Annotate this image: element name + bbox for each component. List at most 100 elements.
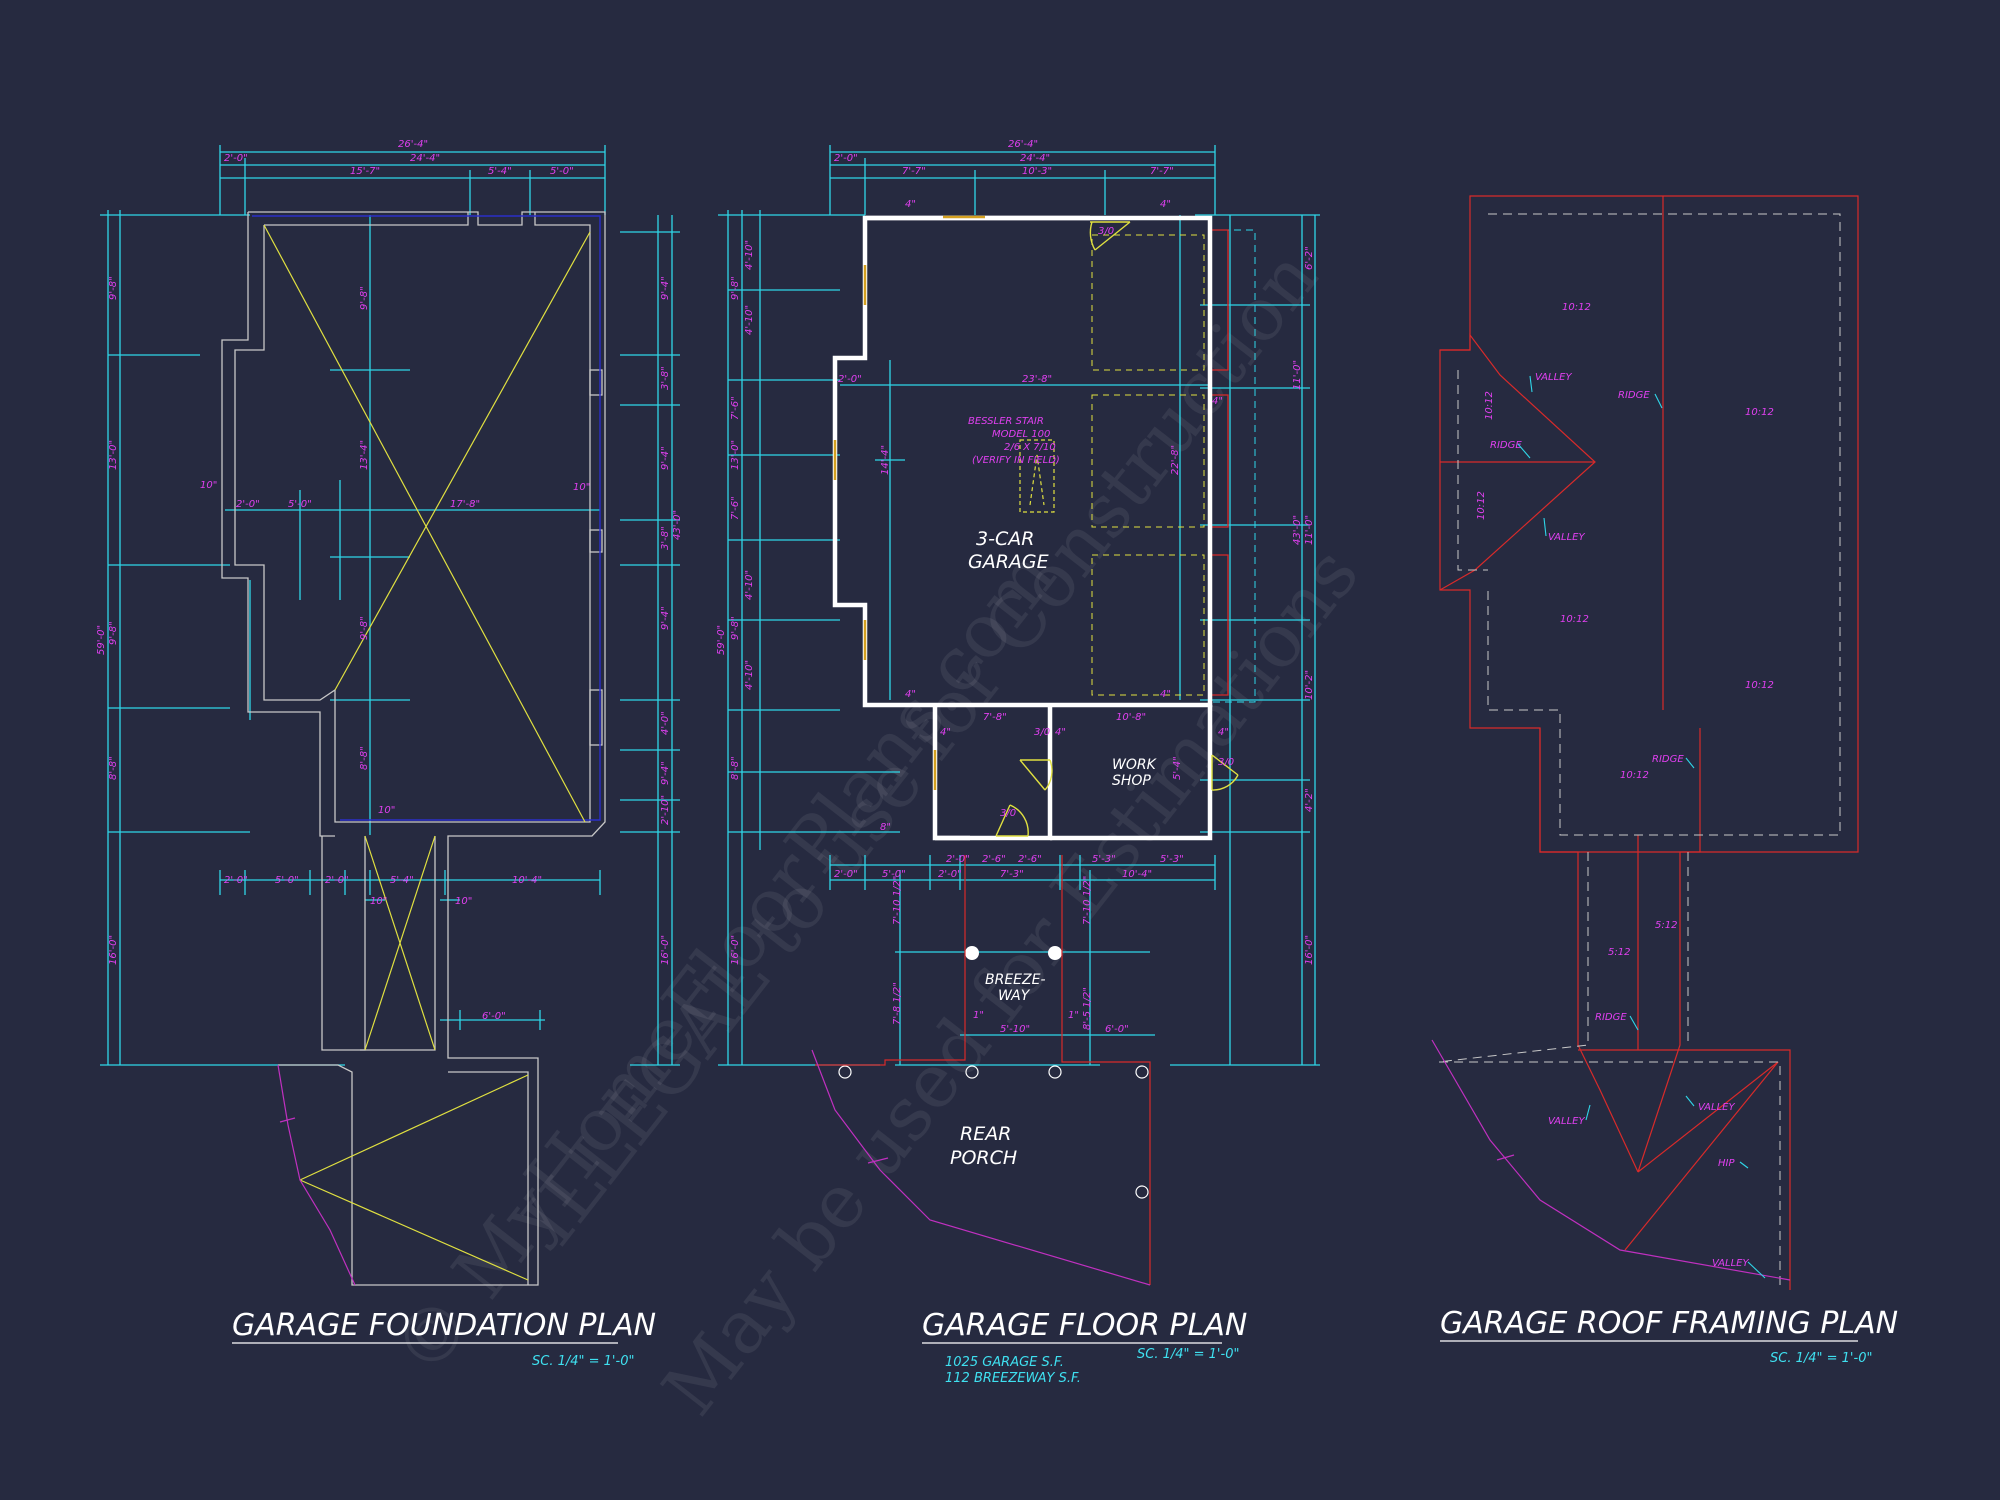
roof-plan-title: GARAGE ROOF FRAMING PLAN	[1440, 1306, 1898, 1341]
room-label-garage: GARAGE	[968, 551, 1049, 573]
stair-note: BESSLER STAIR MODEL 100 2/6 X 7/10 (VERI…	[968, 416, 1060, 466]
valley-label: VALLEY	[1548, 532, 1585, 543]
dim-label: 4"	[1218, 727, 1229, 738]
dim-label: 9'-8"	[730, 616, 741, 640]
roof-plan-scale: SC. 1/4" = 1'-0"	[1770, 1351, 1872, 1366]
roof-pitch-label: 5:12	[1608, 947, 1630, 958]
door-label: 3/0	[1098, 226, 1114, 237]
door-swings	[995, 221, 1239, 837]
dim-label: 10"	[200, 480, 217, 491]
roof-pitch-label: 10:12	[1562, 302, 1591, 313]
dim-label: 10'-4"	[1122, 869, 1152, 880]
dim-label: 2'-0"	[946, 854, 970, 865]
dim-label: 10"	[573, 482, 590, 493]
column	[1135, 1065, 1149, 1079]
dim-label: 23'-8"	[1022, 374, 1052, 385]
dim-label: 4'-10"	[744, 305, 755, 335]
dim-label: 59'-0"	[96, 625, 107, 655]
dim-label: 10'-2"	[1304, 670, 1315, 700]
floor-dimension-labels: 26'-4" 24'-4" 2'-0" 7'-7" 10'-3" 7'-7" 2…	[716, 139, 1315, 1035]
door-label: 3/0	[1218, 757, 1234, 768]
dim-label: 7'-10 1/2"	[892, 876, 903, 925]
dim-label: 5'-3"	[1160, 854, 1184, 865]
dim-label: 4'-10"	[744, 660, 755, 690]
dim-label: 26'-4"	[1008, 139, 1038, 150]
dim-label: 7'-7"	[1150, 166, 1174, 177]
dim-label: 7'-8 1/2"	[892, 982, 903, 1025]
dim-label: 22'-8"	[1170, 445, 1181, 475]
dim-label: 4"	[1160, 199, 1171, 210]
stair-note-line: 2/6 X 7/10	[1004, 442, 1056, 453]
foundation-dimension-lines	[100, 145, 680, 1066]
door-label: 3/0	[1034, 727, 1050, 738]
dim-label: 9'-4"	[660, 446, 671, 470]
dim-label: 8'-8"	[730, 756, 741, 780]
dim-label: 13'-0"	[730, 440, 741, 470]
room-label-workshop: WORK	[1112, 757, 1158, 773]
floor-dimension-lines	[718, 145, 1320, 1066]
dim-label: 10'-4"	[512, 875, 542, 886]
columns	[838, 946, 1149, 1199]
dim-label: 2'-0"	[224, 875, 248, 886]
dim-label: 4'-10"	[744, 240, 755, 270]
dim-label: 11'-0"	[1292, 360, 1303, 390]
dim-label: 7'-7"	[902, 166, 926, 177]
column	[1135, 1185, 1149, 1199]
hip-label: HIP	[1718, 1158, 1735, 1169]
foundation-walls	[221, 211, 606, 1286]
dim-label: 4'-2"	[1304, 788, 1315, 812]
roof-labels: 10:12 10:12 10:12 10:12 10:12 10:12 10:1…	[1476, 302, 1774, 1269]
dim-label: 14'-4"	[880, 445, 891, 475]
room-label-rear-porch: REAR	[960, 1123, 1011, 1145]
dim-label: 2'-0"	[236, 499, 260, 510]
dim-label: 9'-8"	[730, 276, 741, 300]
dim-label: 5'-0"	[882, 869, 906, 880]
dim-label: 16'-0"	[1304, 935, 1315, 965]
dim-label: 16'-0"	[730, 935, 741, 965]
door-label: 3/0	[1000, 808, 1016, 819]
floor-plan-scale: SC. 1/4" = 1'-0"	[1137, 1347, 1239, 1362]
roof-dashed-walls	[1437, 213, 1841, 1290]
dim-label: 8'-5 1/2"	[1082, 987, 1093, 1030]
floor-dashed-edge	[1210, 229, 1256, 703]
dim-label: 2'-10"	[660, 795, 671, 825]
dim-label: 2'-6"	[1018, 854, 1042, 865]
room-label-workshop: SHOP	[1112, 773, 1151, 789]
column	[1048, 1065, 1062, 1079]
dim-label: 2'-0"	[224, 153, 248, 164]
foundation-diagonals	[263, 224, 591, 1281]
dim-label: 4"	[940, 727, 951, 738]
foundation-porch-edge	[277, 1064, 356, 1286]
valley-label: VALLEY	[1698, 1102, 1735, 1113]
dim-label: 5'-0"	[550, 166, 574, 177]
dim-label: 6'-0"	[482, 1011, 506, 1022]
dim-label: 9'-8"	[108, 276, 119, 300]
dim-label: 15'-7"	[350, 166, 380, 177]
dim-label: 2'-0"	[325, 875, 349, 886]
dim-label: 5'-0"	[288, 499, 312, 510]
room-label-breezeway: WAY	[998, 988, 1031, 1004]
dim-label: 2'-0"	[838, 374, 862, 385]
roof-pitch-label: 10:12	[1620, 770, 1649, 781]
dim-label: 3'-8"	[660, 526, 671, 550]
dim-label: 9'-4"	[660, 761, 671, 785]
dim-label: 4"	[905, 689, 916, 700]
dim-label: 10"	[455, 896, 472, 907]
dim-label: 7'-6"	[730, 396, 741, 420]
dim-label: 2'-0"	[938, 869, 962, 880]
dim-label: 9'-4"	[660, 276, 671, 300]
dim-label: 4'-10"	[744, 570, 755, 600]
dim-label: 9'-8"	[359, 616, 370, 640]
dim-label: 5'-4"	[390, 875, 414, 886]
overhead-doors	[1210, 229, 1229, 696]
column	[838, 1065, 852, 1079]
dim-label: 13'-4"	[359, 440, 370, 470]
foundation-blue-outline	[252, 215, 601, 821]
room-labels: 3-CAR GARAGE WORK SHOP BREEZE- WAY REAR …	[950, 528, 1158, 1169]
column	[965, 1065, 979, 1079]
dim-label: 10"	[378, 805, 395, 816]
column	[965, 946, 979, 960]
ridge-label: RIDGE	[1595, 1012, 1627, 1023]
rear-porch	[811, 855, 1151, 1286]
